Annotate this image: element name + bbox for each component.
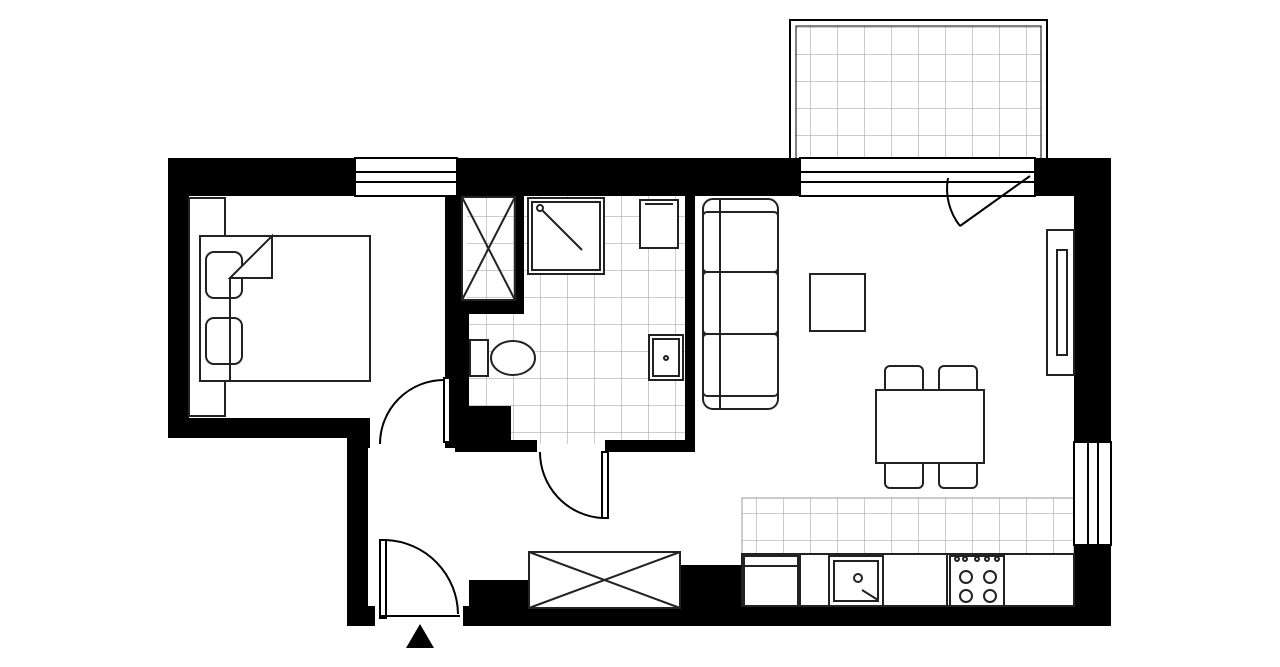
entrance-door (379, 539, 460, 619)
shower-tray (527, 197, 605, 275)
sofa (702, 198, 779, 410)
kitchen-sink (828, 555, 884, 607)
bedroom-window (354, 157, 458, 197)
bathroom-sink (648, 334, 684, 381)
ventilation-shaft (461, 196, 516, 301)
washing-machine (639, 199, 679, 249)
double-bed (199, 233, 371, 382)
balcony (789, 19, 1048, 160)
bedroom-door (379, 377, 451, 445)
entrance-arrow-icon (406, 624, 434, 648)
fridge (743, 555, 799, 607)
coffee-table (809, 273, 866, 332)
hallway-wardrobe (528, 551, 681, 609)
bathroom-door (538, 451, 609, 519)
kitchen-backsplash (741, 497, 1075, 555)
tv-cabinet (1046, 229, 1075, 376)
side-window (1073, 441, 1112, 546)
stove (949, 555, 1005, 607)
toilet (469, 339, 536, 377)
dining-set (875, 365, 985, 489)
balcony-window (799, 157, 1036, 197)
balcony-door (946, 175, 1031, 227)
